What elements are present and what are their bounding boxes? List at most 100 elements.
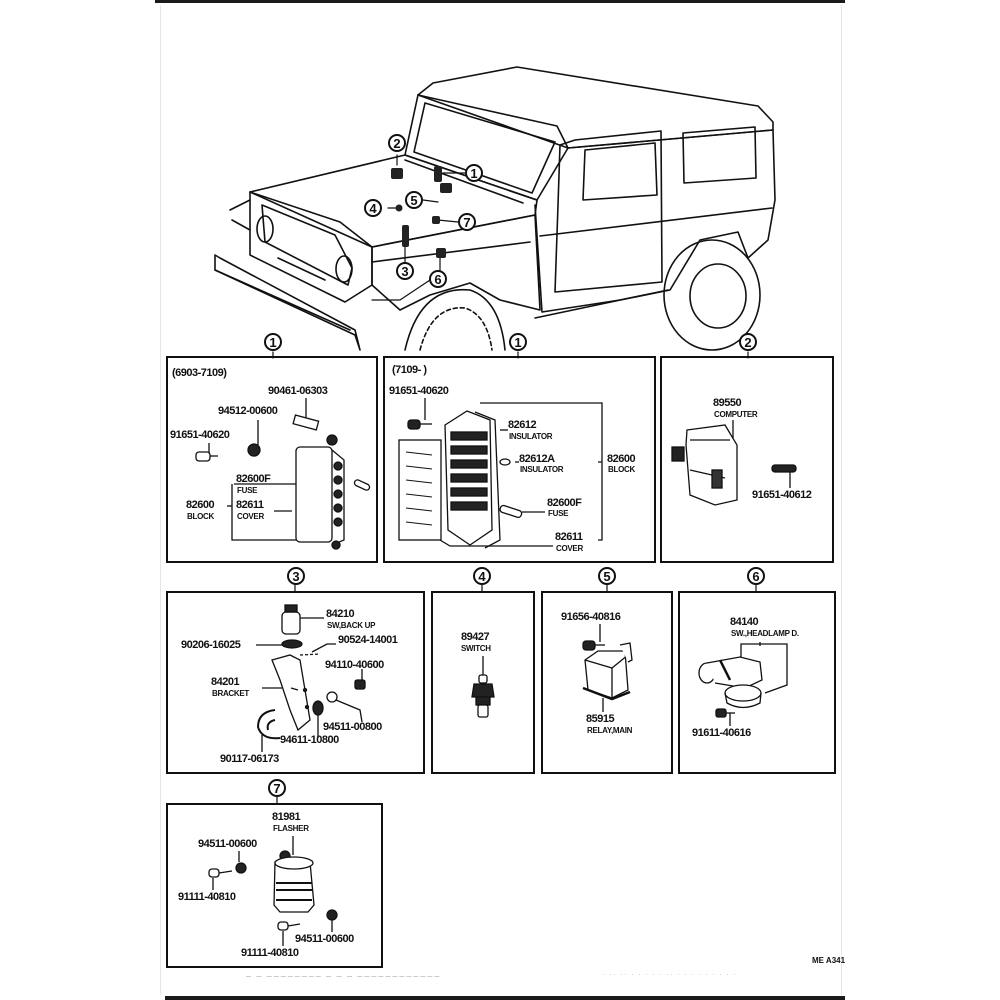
part-number-84201[interactable]: 84201 [211,676,240,688]
panel-5-main-relay [541,591,673,774]
panel-1b-fuse-block-late [383,356,656,563]
overview-callout-1[interactable]: 1 [465,164,483,182]
part-number-89550[interactable]: 89550 [713,397,742,409]
part-name-relay-main: RELAY,MAIN [587,726,633,735]
part-name-block: BLOCK [187,512,214,521]
page-bottom-edge [165,996,845,1000]
vehicle-grille-surround [249,191,373,303]
part-number-94511-00800[interactable]: 94511-00800 [323,721,382,733]
footer-fine-print-right: · ·· ·· · · · · · ·· · · · · · · · · · [603,972,738,978]
panel-7-callout: 7 [268,779,286,797]
panel-2-callout: 2 [739,333,757,351]
overview-callout-6[interactable]: 6 [429,270,447,288]
part-number-85915[interactable]: 85915 [586,713,615,725]
part-number-91651-40620[interactable]: 91651-40620 [170,429,230,441]
part-number-94110-40600[interactable]: 94110-40600 [325,659,384,671]
panel-5-callout: 5 [598,567,616,585]
part-name-cover: COVER [237,512,264,521]
panel-3-callout: 3 [287,567,305,585]
panel-1b-callout: 1 [509,333,527,351]
part-number-91651-40620-b[interactable]: 91651-40620 [389,385,449,397]
overview-part-glyphs [391,166,452,258]
part-number-81981[interactable]: 81981 [272,811,301,823]
overview-callout-7[interactable]: 7 [458,213,476,231]
part-number-82611[interactable]: 82611 [236,499,264,511]
overview-callout-4[interactable]: 4 [364,199,382,217]
vehicle-right-headlamp [335,255,353,283]
panel-4-switch [431,591,535,774]
vehicle-front-rim [419,307,493,351]
part-number-90461-06303[interactable]: 90461-06303 [268,385,328,397]
vehicle-cowl [404,159,524,204]
panel-1b-date-range: (7109- ) [392,364,427,376]
part-name-fuse: FUSE [237,486,258,495]
part-number-91656-40816[interactable]: 91656-40816 [561,611,621,623]
part-number-91651-40612[interactable]: 91651-40612 [752,489,812,501]
overview-callout-5[interactable]: 5 [405,191,423,209]
part-name-block-b: BLOCK [608,465,635,474]
part-number-84210[interactable]: 84210 [326,608,355,620]
panel-6-callout: 6 [747,567,765,585]
overview-callout-3[interactable]: 3 [396,262,414,280]
part-number-82600-b[interactable]: 82600 [607,453,636,465]
part-number-94511-00600-upper[interactable]: 94511-00600 [198,838,257,850]
part-number-82612A[interactable]: 82612A [519,453,555,465]
footer-fine-print-left: — — ———————— — — — ———————————— [246,974,442,980]
vehicle-fender-line [371,241,531,263]
part-name-bracket: BRACKET [212,689,250,698]
panel-2-computer [660,356,834,563]
overview-callout-2[interactable]: 2 [388,134,406,152]
panel-7-flasher [166,803,383,968]
part-number-82600[interactable]: 82600 [186,499,215,511]
vehicle-rear-rim [689,263,747,329]
part-number-91611-40616[interactable]: 91611-40616 [692,727,751,739]
panel-1a-date-range: (6903-7109) [172,367,227,379]
vehicle-rear-tire [663,239,761,351]
part-number-91111-40810-upper[interactable]: 91111-40810 [178,891,236,903]
page-top-edge [155,0,845,3]
part-number-90206-16025[interactable]: 90206-16025 [181,639,241,651]
part-number-82611-b[interactable]: 82611 [555,531,583,543]
part-name-sw-back-up: SW,BACK UP [327,621,376,630]
part-number-82600F[interactable]: 82600F [236,473,271,485]
part-number-84140[interactable]: 84140 [730,616,759,628]
part-number-90117-06173[interactable]: 90117-06173 [220,753,279,765]
vehicle-windshield-glass [413,102,556,194]
vehicle-door-window [582,142,658,201]
part-name-sw-headlamp-d: SW.,HEADLAMP D. [731,629,799,638]
part-name-insulator-a: INSULATOR [520,465,564,474]
vehicle-grille-bar [277,257,326,281]
panel-1a-callout: 1 [264,333,282,351]
figure-code: ME A341 [812,956,846,965]
panel-1a-fuse-block-early [166,356,378,563]
part-number-82612[interactable]: 82612 [508,419,537,431]
part-number-89427[interactable]: 89427 [461,631,490,643]
vehicle-front-tire [404,288,506,351]
part-name-computer: COMPUTER [714,410,758,419]
panel-6-headlamp-dimmer-switch [678,591,836,774]
vehicle-roof-line [417,94,569,149]
part-name-flasher: FLASHER [273,824,309,833]
part-number-94512-00600[interactable]: 94512-00600 [218,405,278,417]
part-number-94511-00600-lower[interactable]: 94511-00600 [295,933,354,945]
part-name-fuse-b: FUSE [548,509,569,518]
vehicle-rocker [534,289,669,319]
part-number-94611-10800[interactable]: 94611-10800 [280,734,339,746]
vehicle-body-side [534,129,776,313]
part-name-switch: SWITCH [461,644,491,653]
panel-4-callout: 4 [473,567,491,585]
vehicle-beltline [539,207,773,237]
part-number-90524-14001[interactable]: 90524-14001 [338,634,398,646]
part-number-91111-40810-lower[interactable]: 91111-40810 [241,947,299,959]
vehicle-fender-left [229,199,251,231]
part-number-82600F-b[interactable]: 82600F [547,497,582,509]
vehicle-front-door [554,130,663,293]
